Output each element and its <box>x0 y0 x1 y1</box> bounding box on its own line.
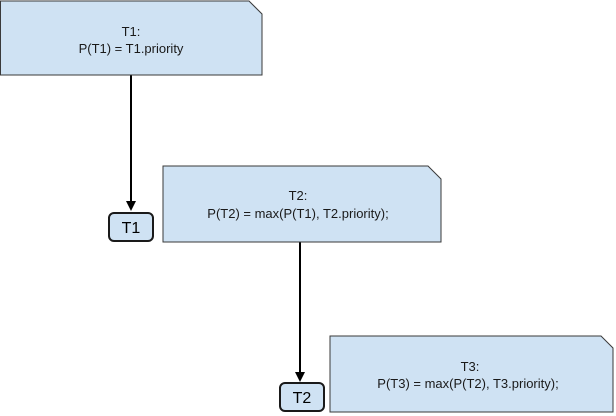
note-t1-shape <box>0 0 263 76</box>
note-t2-shape <box>162 165 442 243</box>
note-t3-line2: P(T3) = max(P(T2), T3.priority); <box>377 376 558 391</box>
task-t1: T1 <box>108 212 154 242</box>
note-t3: T3: P(T3) = max(P(T2), T3.priority); <box>329 335 614 413</box>
note-t2-line1: T2: <box>289 188 308 203</box>
task-t2: T2 <box>279 382 325 412</box>
note-t3-shape <box>329 335 614 413</box>
note-t1-line2: P(T1) = T1.priority <box>79 41 184 56</box>
note-t2: T2: P(T2) = max(P(T1), T2.priority); <box>162 165 442 243</box>
note-t3-line1: T3: <box>461 359 480 374</box>
task-t2-label: T2 <box>293 390 312 407</box>
task-t1-box <box>108 212 154 242</box>
note-t2-line2: P(T2) = max(P(T1), T2.priority); <box>207 206 388 221</box>
task-t1-label: T1 <box>122 220 141 237</box>
task-t2-box <box>279 382 325 412</box>
note-t1-line1: T1: <box>122 24 141 39</box>
note-t1: T1: P(T1) = T1.priority <box>0 0 263 76</box>
